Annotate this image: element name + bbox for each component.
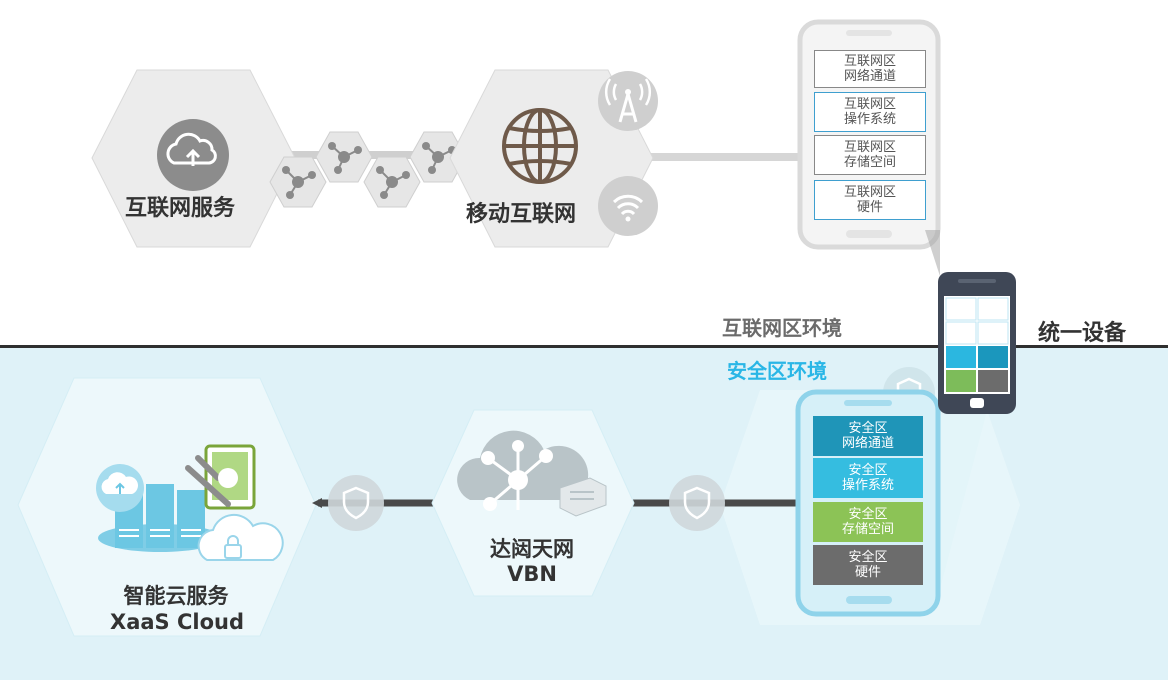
signal-tower-icon	[598, 71, 658, 131]
box-line: 安全区	[848, 463, 888, 478]
cloud-network-icon	[457, 430, 607, 517]
network-node-icon	[363, 156, 421, 208]
box-line: 存储空间	[843, 155, 896, 170]
box-line: 安全区	[848, 507, 888, 522]
cloud-service-label: 智能云服务	[123, 584, 229, 608]
safe-hardware-box: 安全区 硬件	[813, 545, 923, 585]
vbn-label: 达闼天网	[490, 537, 574, 561]
cloud-upload-icon	[157, 119, 229, 191]
box-line: 互联网区	[843, 185, 896, 200]
box-line: 操作系统	[841, 478, 894, 493]
box-line: 互联网区	[843, 54, 896, 69]
vbn-en-label: VBN	[507, 562, 557, 586]
internet-os-box: 互联网区 操作系统	[814, 92, 926, 132]
globe-icon	[502, 108, 578, 184]
shield-icon	[328, 475, 384, 531]
safe-storage-box: 安全区 存储空间	[813, 502, 923, 542]
internet-zone-label: 互联网区环境	[722, 316, 842, 340]
network-node-icon	[315, 131, 373, 183]
internet-service-label: 互联网服务	[125, 196, 236, 221]
internet-hardware-box: 互联网区 硬件	[814, 180, 926, 220]
box-line: 操作系统	[843, 112, 896, 127]
safe-network-channel-box: 安全区 网络通道	[813, 416, 923, 456]
unified-device-label: 统一设备	[1038, 321, 1127, 346]
safe-zone-label: 安全区环境	[727, 359, 827, 383]
network-node-hexagons	[269, 131, 467, 208]
internet-network-channel-box: 互联网区 网络通道	[814, 50, 926, 88]
network-node-icon	[409, 131, 467, 183]
box-line: 安全区	[848, 550, 888, 565]
box-line: 互联网区	[843, 97, 896, 112]
cloud-servers-icon	[96, 444, 284, 561]
box-line: 硬件	[854, 565, 881, 580]
safe-os-box: 安全区 操作系统	[813, 458, 923, 498]
box-line: 互联网区	[843, 140, 896, 155]
unified-device-phone	[938, 272, 1016, 414]
mobile-internet-label: 移动互联网	[466, 202, 577, 227]
box-line: 网络通道	[843, 69, 896, 84]
box-line: 安全区	[848, 421, 888, 436]
box-line: 网络通道	[841, 436, 894, 451]
wifi-icon	[598, 176, 658, 236]
network-node-icon	[269, 156, 327, 208]
shield-icon	[669, 475, 725, 531]
box-line: 硬件	[856, 200, 883, 215]
cloud-service-en-label: XaaS Cloud	[110, 610, 244, 634]
zone-divider-line	[0, 345, 1168, 348]
internet-storage-box: 互联网区 存储空间	[814, 135, 926, 175]
box-line: 存储空间	[841, 522, 894, 537]
